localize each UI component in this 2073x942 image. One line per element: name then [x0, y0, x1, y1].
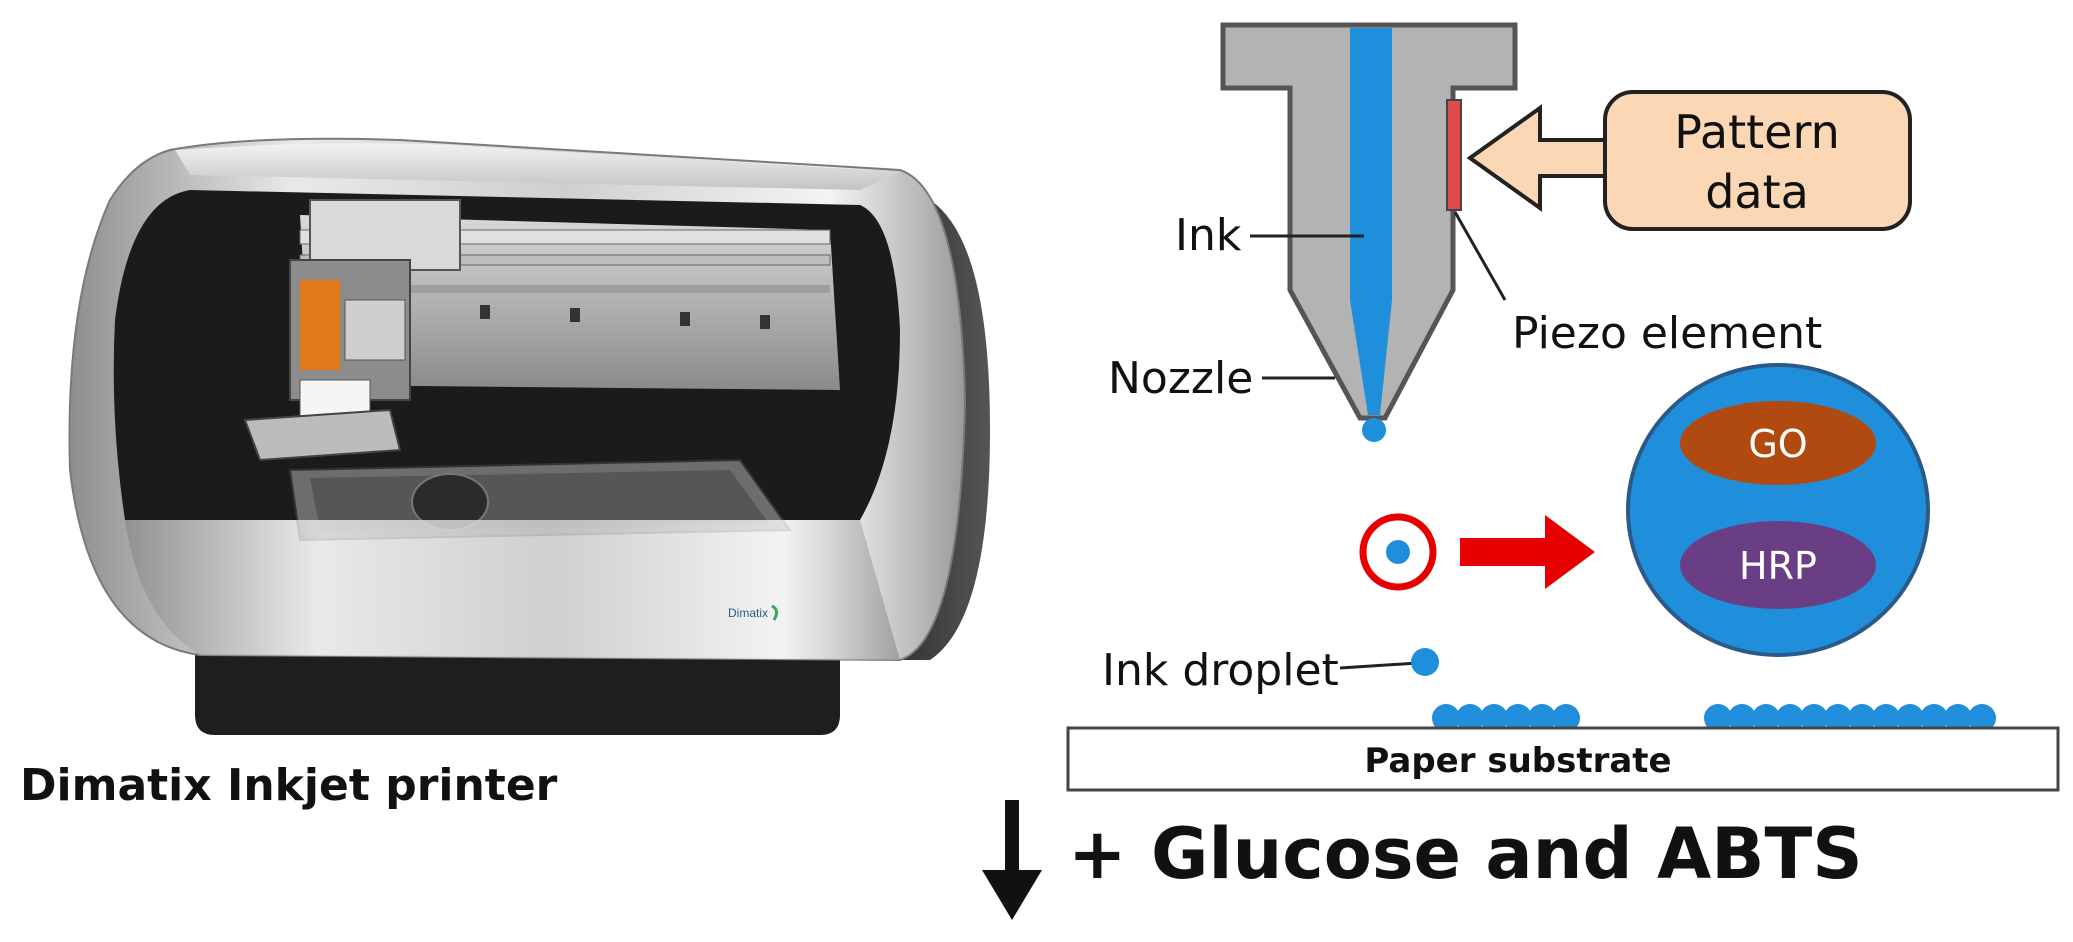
- deposited-droplet: [1552, 704, 1580, 732]
- droplet-zoom-core: [1386, 540, 1410, 564]
- down-arrow-icon: [982, 870, 1042, 920]
- nozzle-label: Nozzle: [1108, 353, 1253, 404]
- droplet-zoom-ring: [1359, 513, 1437, 591]
- deposited-droplet: [1704, 704, 1732, 732]
- inkjet-schematic: Pattern data Ink Piezo element Nozzle GO…: [1066, 22, 2060, 792]
- deposited-droplet: [1728, 704, 1756, 732]
- ink-droplet-leader-line: [1339, 661, 1419, 670]
- deposited-droplet: [1944, 704, 1972, 732]
- deposited-droplet: [1432, 704, 1460, 732]
- printer-hole: [480, 305, 490, 319]
- deposited-droplet: [1872, 704, 1900, 732]
- falling-droplet: [1411, 648, 1439, 676]
- ink-label: Ink: [1175, 210, 1242, 261]
- paper-substrate-label: Paper substrate: [1364, 741, 1671, 781]
- printer-hole: [760, 315, 770, 329]
- ink-droplet-label: Ink droplet: [1102, 645, 1339, 696]
- printer-top: [175, 143, 900, 190]
- printer-caption: Dimatix Inkjet printer: [20, 760, 558, 811]
- deposited-droplet: [1528, 704, 1556, 732]
- piezo-label: Piezo element: [1512, 308, 1822, 359]
- deposited-droplet: [1968, 704, 1996, 732]
- paper-substrate: [1066, 726, 2060, 792]
- printhead-carriage: [243, 199, 461, 462]
- process-step-text: + Glucose and ABTS: [1068, 813, 1863, 895]
- process-step: + Glucose and ABTS: [982, 800, 1863, 920]
- deposited-droplet: [1896, 704, 1924, 732]
- piezo-leader-line: [1453, 211, 1507, 301]
- printer-brand-mark: Dimatix: [728, 606, 768, 620]
- printer-hole: [570, 308, 580, 322]
- deposited-droplets-group-1: [1432, 704, 1580, 732]
- zoom-arrow-icon: [1460, 515, 1595, 589]
- hrp-label: HRP: [1739, 544, 1817, 588]
- go-ellipse: [1680, 401, 1876, 485]
- deposited-droplets-group-2: [1704, 704, 1996, 732]
- printer-hole: [680, 312, 690, 326]
- piezo-element: [1446, 99, 1462, 211]
- deposited-droplet: [1848, 704, 1876, 732]
- printer-base: [195, 640, 840, 735]
- pattern-data-label-line1: Pattern: [1674, 105, 1840, 159]
- brand-swoosh-icon: [771, 604, 779, 621]
- printer-illustration: Dimatix: [68, 137, 990, 735]
- deposited-droplet: [1456, 704, 1484, 732]
- go-label: GO: [1748, 422, 1807, 466]
- deposited-droplet: [1752, 704, 1780, 732]
- nozzle-droplet: [1362, 418, 1386, 442]
- hrp-ellipse: [1680, 521, 1876, 609]
- deposited-droplet: [1480, 704, 1508, 732]
- ink-channel: [1350, 28, 1392, 415]
- printer-rail-3: [300, 285, 830, 293]
- deposited-droplet: [1800, 704, 1828, 732]
- pattern-data-label-line2: data: [1705, 165, 1809, 219]
- deposited-droplet: [1920, 704, 1948, 732]
- printer-front-band: [125, 520, 900, 660]
- deposited-droplet: [1824, 704, 1852, 732]
- deposited-droplet: [1504, 704, 1532, 732]
- deposited-droplet: [1776, 704, 1804, 732]
- pattern-to-piezo-arrow: [1466, 104, 1607, 212]
